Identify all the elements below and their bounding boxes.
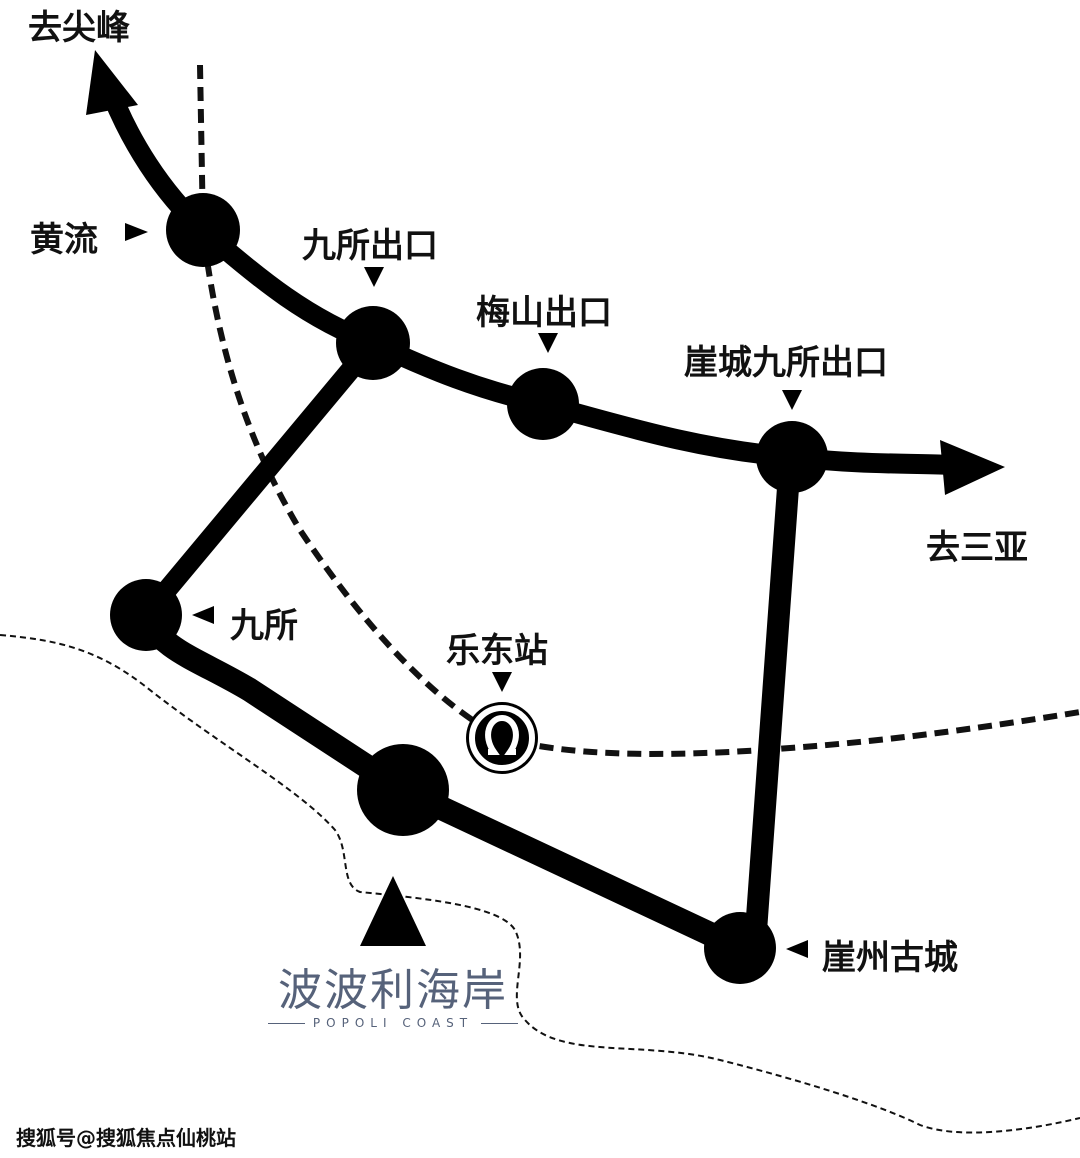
- pointer-jiusuo-exit: [364, 267, 384, 287]
- coastline: [0, 634, 1080, 1134]
- logo-name-cn: 波波利海岸: [278, 965, 508, 1016]
- popoli-coast-logo: 波波利海岸 POPOLI COAST: [268, 965, 518, 1031]
- label-ledong-station: 乐东站: [446, 631, 548, 671]
- node-yazhou: [704, 912, 776, 984]
- node-popoli: [357, 744, 449, 836]
- arrow-to-jianfeng: [86, 50, 138, 115]
- railway: [197, 64, 1080, 757]
- ledong-station-icon: [466, 702, 538, 774]
- logo-name-en: POPOLI COAST: [268, 1016, 518, 1030]
- label-yazhou-old-town: 崖州古城: [822, 938, 958, 978]
- node-jiusuo: [110, 579, 182, 651]
- label-to-jianfeng: 去尖峰: [28, 8, 130, 48]
- road-jiusuo-exit-jiusuo: [136, 333, 383, 625]
- label-jiusuo-exit: 九所出口: [302, 226, 438, 266]
- node-jiusuo-exit: [336, 306, 410, 380]
- pointer-yazhou: [786, 940, 808, 958]
- pointer-yacheng-jiusuo-exit: [782, 390, 802, 410]
- node-yacheng-jiusuo-exit: [756, 421, 828, 493]
- node-meishan-exit: [507, 368, 579, 440]
- label-huangliu: 黄流: [30, 220, 98, 260]
- arrow-to-sanya: [940, 440, 1005, 495]
- pointer-meishan-exit: [538, 333, 558, 353]
- popoli-marker-icon: [360, 876, 426, 946]
- watermark: 搜狐号@搜狐焦点仙桃站: [16, 1126, 236, 1150]
- label-yacheng-jiusuo-exit: 崖城九所出口: [684, 343, 888, 383]
- label-to-sanya: 去三亚: [926, 528, 1028, 568]
- node-huangliu: [166, 193, 240, 267]
- label-jiusuo: 九所: [230, 606, 298, 646]
- pointer-ledong-station: [492, 672, 512, 692]
- pointer-jiusuo: [192, 606, 214, 624]
- pointer-huangliu: [125, 223, 148, 241]
- label-meishan-exit: 梅山出口: [476, 293, 612, 333]
- road-yacheng-yazhou: [744, 449, 801, 956]
